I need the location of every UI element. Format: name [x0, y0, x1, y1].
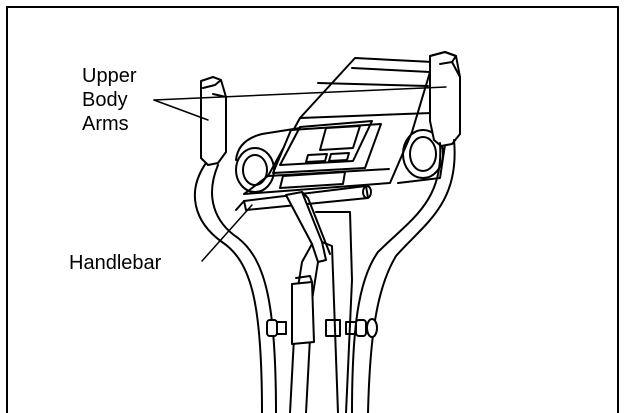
leader-handlebar	[201, 204, 253, 262]
leader-upper-body-arms-right	[153, 86, 447, 101]
upper-body-arms-label-line3: Arms	[82, 113, 129, 135]
upper-body-arms-label-line2: Body	[82, 89, 128, 111]
handlebar	[235, 185, 372, 211]
right-upper-body-arm	[351, 51, 461, 413]
left-upper-body-arm	[193, 76, 277, 413]
left-speaker	[235, 147, 275, 193]
leader-upper-body-arms-left	[153, 99, 209, 121]
diagram-border	[6, 6, 619, 413]
handlebar-label: Handlebar	[69, 252, 162, 274]
center-post	[285, 191, 353, 413]
callout-leaders	[153, 86, 447, 262]
console-panel	[243, 57, 434, 195]
upper-body-arms-label-line1: Upper	[82, 65, 137, 87]
pivot-knobs	[266, 318, 378, 338]
